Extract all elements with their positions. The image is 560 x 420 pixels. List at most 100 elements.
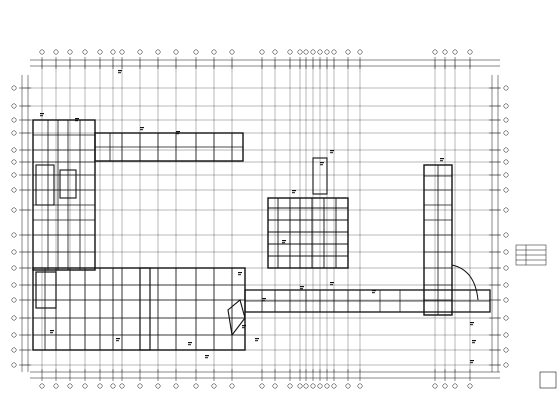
- axis-bubble: [119, 383, 125, 389]
- beam-label-mark: [205, 357, 208, 359]
- west-wing-beams: [33, 120, 95, 270]
- axis-bubble: [97, 383, 103, 389]
- axis-bubble: [331, 49, 337, 55]
- beam-annotations: [40, 70, 476, 364]
- axis-bubble: [193, 383, 199, 389]
- axis-bubble: [11, 187, 17, 193]
- axis-bubble: [357, 49, 363, 55]
- axis-bubble: [503, 362, 509, 368]
- axis-bubble: [442, 49, 448, 55]
- north-wing: [94, 132, 244, 162]
- axis-bubble: [53, 49, 59, 55]
- axis-bubble: [503, 172, 509, 178]
- beam-label-mark: [188, 344, 191, 346]
- beam-label-mark: [242, 325, 246, 327]
- beam-label-mark: [292, 190, 296, 192]
- central-grid: [267, 157, 349, 269]
- axis-bubble: [503, 187, 509, 193]
- axis-bubble: [155, 49, 161, 55]
- beam-label-mark: [238, 272, 242, 274]
- beam-label-mark: [75, 118, 79, 120]
- axis-bubble: [11, 207, 17, 213]
- axis-bubble: [503, 249, 509, 255]
- axis-bubble: [503, 265, 509, 271]
- stair-core: [35, 271, 57, 309]
- title-block: [539, 371, 557, 389]
- axis-bubble: [110, 49, 116, 55]
- beam-label-mark: [320, 162, 324, 164]
- axis-bubble: [452, 383, 458, 389]
- beam-label-mark: [176, 131, 180, 133]
- axis-bubble: [11, 85, 17, 91]
- south-corridor-beams: [245, 264, 490, 312]
- axis-bubble: [137, 49, 143, 55]
- axis-bubble: [11, 297, 17, 303]
- axis-bubble: [503, 117, 509, 123]
- beam-label-mark: [118, 70, 122, 72]
- axis-bubble: [11, 103, 17, 109]
- axis-bubble: [297, 49, 303, 55]
- central-grid-outline: [267, 197, 349, 269]
- beam-label-mark: [330, 150, 334, 152]
- axis-bubble: [11, 130, 17, 136]
- dimension-lines: [19, 57, 501, 381]
- legend-table: [515, 244, 547, 266]
- expansion-joint: [139, 267, 151, 351]
- axis-bubble: [229, 383, 235, 389]
- stair-core: [312, 157, 328, 195]
- beam-label-mark: [470, 322, 474, 324]
- beam-label-mark: [50, 332, 53, 334]
- axis-bubble: [11, 117, 17, 123]
- axis-bubble: [303, 49, 309, 55]
- central-grid-beams: [268, 157, 348, 268]
- axis-bubble: [432, 383, 438, 389]
- beam-label-mark: [300, 288, 303, 290]
- beam-label-mark: [330, 284, 333, 286]
- beam-label-mark: [330, 152, 333, 154]
- south-corridor: [244, 264, 491, 313]
- beam-label-mark: [282, 242, 285, 244]
- axis-bubble: [432, 49, 438, 55]
- beam-label-mark: [255, 340, 258, 342]
- axis-bubble: [211, 49, 217, 55]
- axis-bubble: [11, 172, 17, 178]
- axis-bubble: [11, 315, 17, 321]
- axis-bubble: [467, 383, 473, 389]
- axis-bubble: [39, 383, 45, 389]
- west-wing-outline: [32, 119, 96, 271]
- beam-label-mark: [188, 342, 192, 344]
- stair-core: [59, 169, 77, 199]
- axis-bubble: [11, 362, 17, 368]
- axis-bubble: [173, 49, 179, 55]
- axis-bubble: [503, 147, 509, 153]
- axis-bubble: [297, 383, 303, 389]
- beam-label-mark: [238, 274, 241, 276]
- axis-bubble: [503, 207, 509, 213]
- stair-core: [35, 164, 55, 206]
- beam-label-mark: [242, 327, 245, 329]
- west-wing: [32, 119, 96, 271]
- axis-bubble: [137, 383, 143, 389]
- beam-label-mark: [50, 330, 54, 332]
- beam-label-mark: [472, 342, 475, 344]
- axis-bubble: [345, 383, 351, 389]
- axis-bubble: [503, 85, 509, 91]
- axis-bubble: [11, 159, 17, 165]
- beam-label-mark: [40, 113, 44, 115]
- beam-label-mark: [140, 127, 144, 129]
- axis-bubble: [11, 249, 17, 255]
- axis-bubble: [303, 383, 309, 389]
- axis-bubble: [503, 297, 509, 303]
- beam-label-mark: [255, 338, 259, 340]
- axis-bubble: [53, 383, 59, 389]
- beam-label-mark: [372, 290, 376, 292]
- beam-label-mark: [320, 164, 323, 166]
- axis-bubble: [82, 49, 88, 55]
- axis-bubble: [11, 347, 17, 353]
- beam-label-mark: [40, 115, 43, 117]
- beam-label-mark: [116, 340, 119, 342]
- axis-bubble: [110, 383, 116, 389]
- axis-bubble: [503, 347, 509, 353]
- beam-label-mark: [140, 129, 143, 131]
